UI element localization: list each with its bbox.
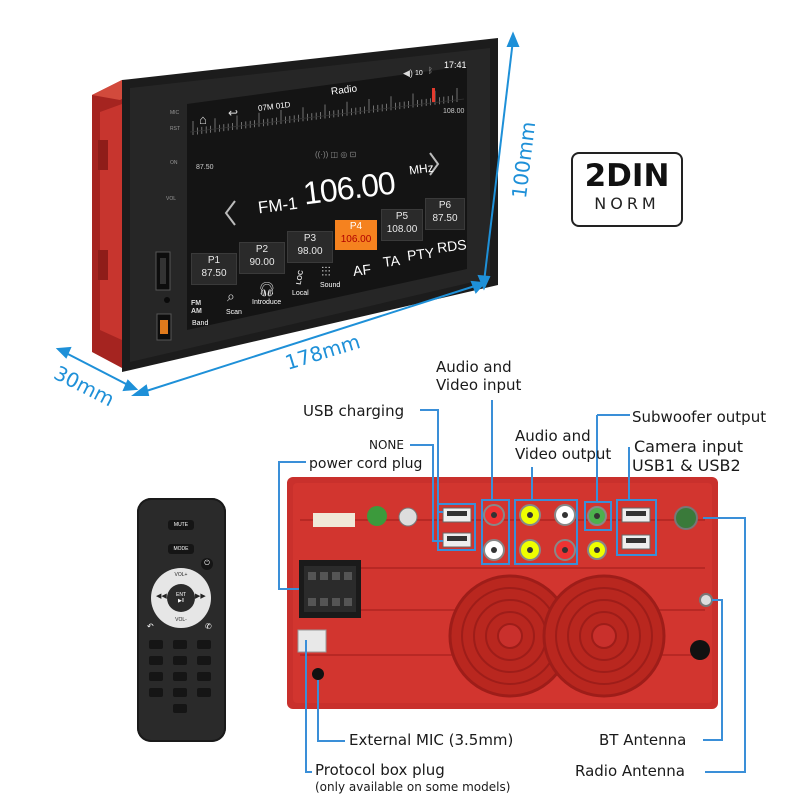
din-badge-title: 2DIN [584,158,670,194]
screen-time: 17:41 [444,60,467,70]
stereo-icon: ((·)) ◫ ◎ ⊡ [315,150,357,159]
side-label-mic: MIC [170,110,180,116]
preset-name: P5 [395,211,409,222]
keypad-key[interactable] [149,640,163,649]
keypad-key[interactable] [149,656,163,665]
preset-button[interactable]: P1 87.50 [191,253,237,285]
label-protocol-box: Protocol box plug [315,761,445,779]
side-label-on: ON [170,160,178,166]
seek-right-arrow[interactable] [429,152,440,176]
keypad-key[interactable] [149,688,163,697]
preset-name: P6 [438,200,452,211]
keypad-key[interactable] [149,672,163,681]
scale-right-label: 108.00 [443,108,465,115]
dimension-lines [55,31,520,396]
enter-button[interactable]: ENT ▶‖ [167,584,195,612]
keypad-key[interactable] [173,640,187,649]
preset-name: P1 [207,255,221,266]
cooling-fan-left [448,574,572,698]
preset-button-active[interactable]: P4 106.00 [335,220,377,250]
label-av-output: Audio and Video output [515,427,611,463]
side-label-rst: RST [170,126,180,132]
radio-antenna-port [674,506,698,530]
label-external-mic: External MIC (3.5mm) [349,731,514,749]
bluetooth-icon: ᛒ [428,66,433,75]
preset-name: P3 [303,233,317,244]
din-badge-subtitle: NORM [594,194,660,213]
back-icon[interactable]: ↩ [228,106,239,120]
scan-icon[interactable]: ⌕ [227,288,235,304]
mic-jack [312,668,324,680]
rear-panel [278,400,746,773]
scan-button-label: Scan [226,309,242,316]
screen-content: MIC RST ON VOL ⌂ ↩ 07M 01D Radio ◀) 10 ᛒ… [166,60,467,327]
power-icon[interactable]: ⏻ [201,558,213,570]
home-icon[interactable]: ⌂ [199,112,207,127]
vol-minus-label: VOL- [175,617,187,623]
play-pause-icon: ▶‖ [178,598,184,604]
keypad-key[interactable] [173,656,187,665]
label-protocol-note: (only available on some models) [315,780,511,794]
preset-frequency: 98.00 [297,246,323,257]
protocol-connector [297,629,327,653]
preset-frequency: 108.00 [386,224,418,235]
vol-plus-label: VOL+ [174,572,188,578]
keypad-key[interactable] [197,640,211,649]
label-radio-antenna: Radio Antenna [575,762,686,780]
introduce-icon[interactable]: 🎧︎ [258,281,276,297]
seek-left-arrow[interactable] [224,200,236,226]
cooling-fan-right [542,574,666,698]
label-power-cord: power cord plug [309,456,423,472]
preset-name: P4 [349,221,363,232]
preset-button[interactable]: P6 87.50 [425,198,465,230]
keypad-key[interactable] [173,672,187,681]
preset-frequency: 87.50 [201,268,227,279]
label-none: NONE [369,438,404,452]
scale-left-label: 87.50 [196,164,214,171]
din-badge: 2DIN NORM [571,152,683,227]
introduce-button-label: Introduce [252,299,282,306]
preset-frequency: 87.50 [432,213,458,224]
preset-name: P2 [255,244,269,255]
sound-button-label: Sound [320,282,341,289]
label-subwoofer-output: Subwoofer output [632,408,767,426]
keypad-key[interactable] [197,672,211,681]
keypad-key[interactable] [197,656,211,665]
back-key-icon[interactable]: ↶ [147,622,154,631]
preset-button[interactable]: P3 98.00 [287,231,333,263]
keypad-key[interactable] [197,688,211,697]
preset-button[interactable]: P5 108.00 [381,209,423,241]
side-label-vol: VOL [166,196,177,202]
mic-hole [164,297,170,303]
phone-key-icon[interactable]: ✆ [205,622,212,631]
enter-label: ENT [176,592,186,598]
mute-button[interactable]: MUTE [168,520,194,530]
local-button-label: Local [292,290,309,297]
band-button-label: Band [192,320,209,327]
volume-icon: ◀) [403,68,413,78]
label-av-output-line1: Audio and [515,427,591,445]
label-usb1-usb2: USB1 & USB2 [632,456,741,475]
prev-icon[interactable]: ◀◀ [156,593,167,600]
label-av-input-line2: Video input [436,376,522,394]
preset-button[interactable]: P2 90.00 [239,242,285,274]
label-av-input-line1: Audio and [436,358,512,376]
volume-level: 10 [415,70,423,77]
label-bt-antenna: BT Antenna [599,731,687,749]
mode-button[interactable]: MODE [168,544,194,554]
label-camera-input: Camera input [634,437,744,456]
label-av-input: Audio and Video input [436,358,521,394]
keypad-key[interactable] [173,704,187,713]
keypad-key[interactable] [173,688,187,697]
label-usb-charging: USB charging [303,402,405,420]
preset-frequency: 106.00 [340,234,372,245]
preset-frequency: 90.00 [249,257,275,268]
remote-control: MUTE MODE ⏻ VOL+ VOL- ◀◀ ▶▶ ENT ▶‖ ↶ ✆ [137,498,226,742]
bt-antenna-port [699,593,713,607]
next-icon[interactable]: ▶▶ [195,593,206,600]
sound-icon[interactable]: ⫶⫶⫶ [321,264,331,279]
label-av-output-line2: Video output [515,445,612,463]
